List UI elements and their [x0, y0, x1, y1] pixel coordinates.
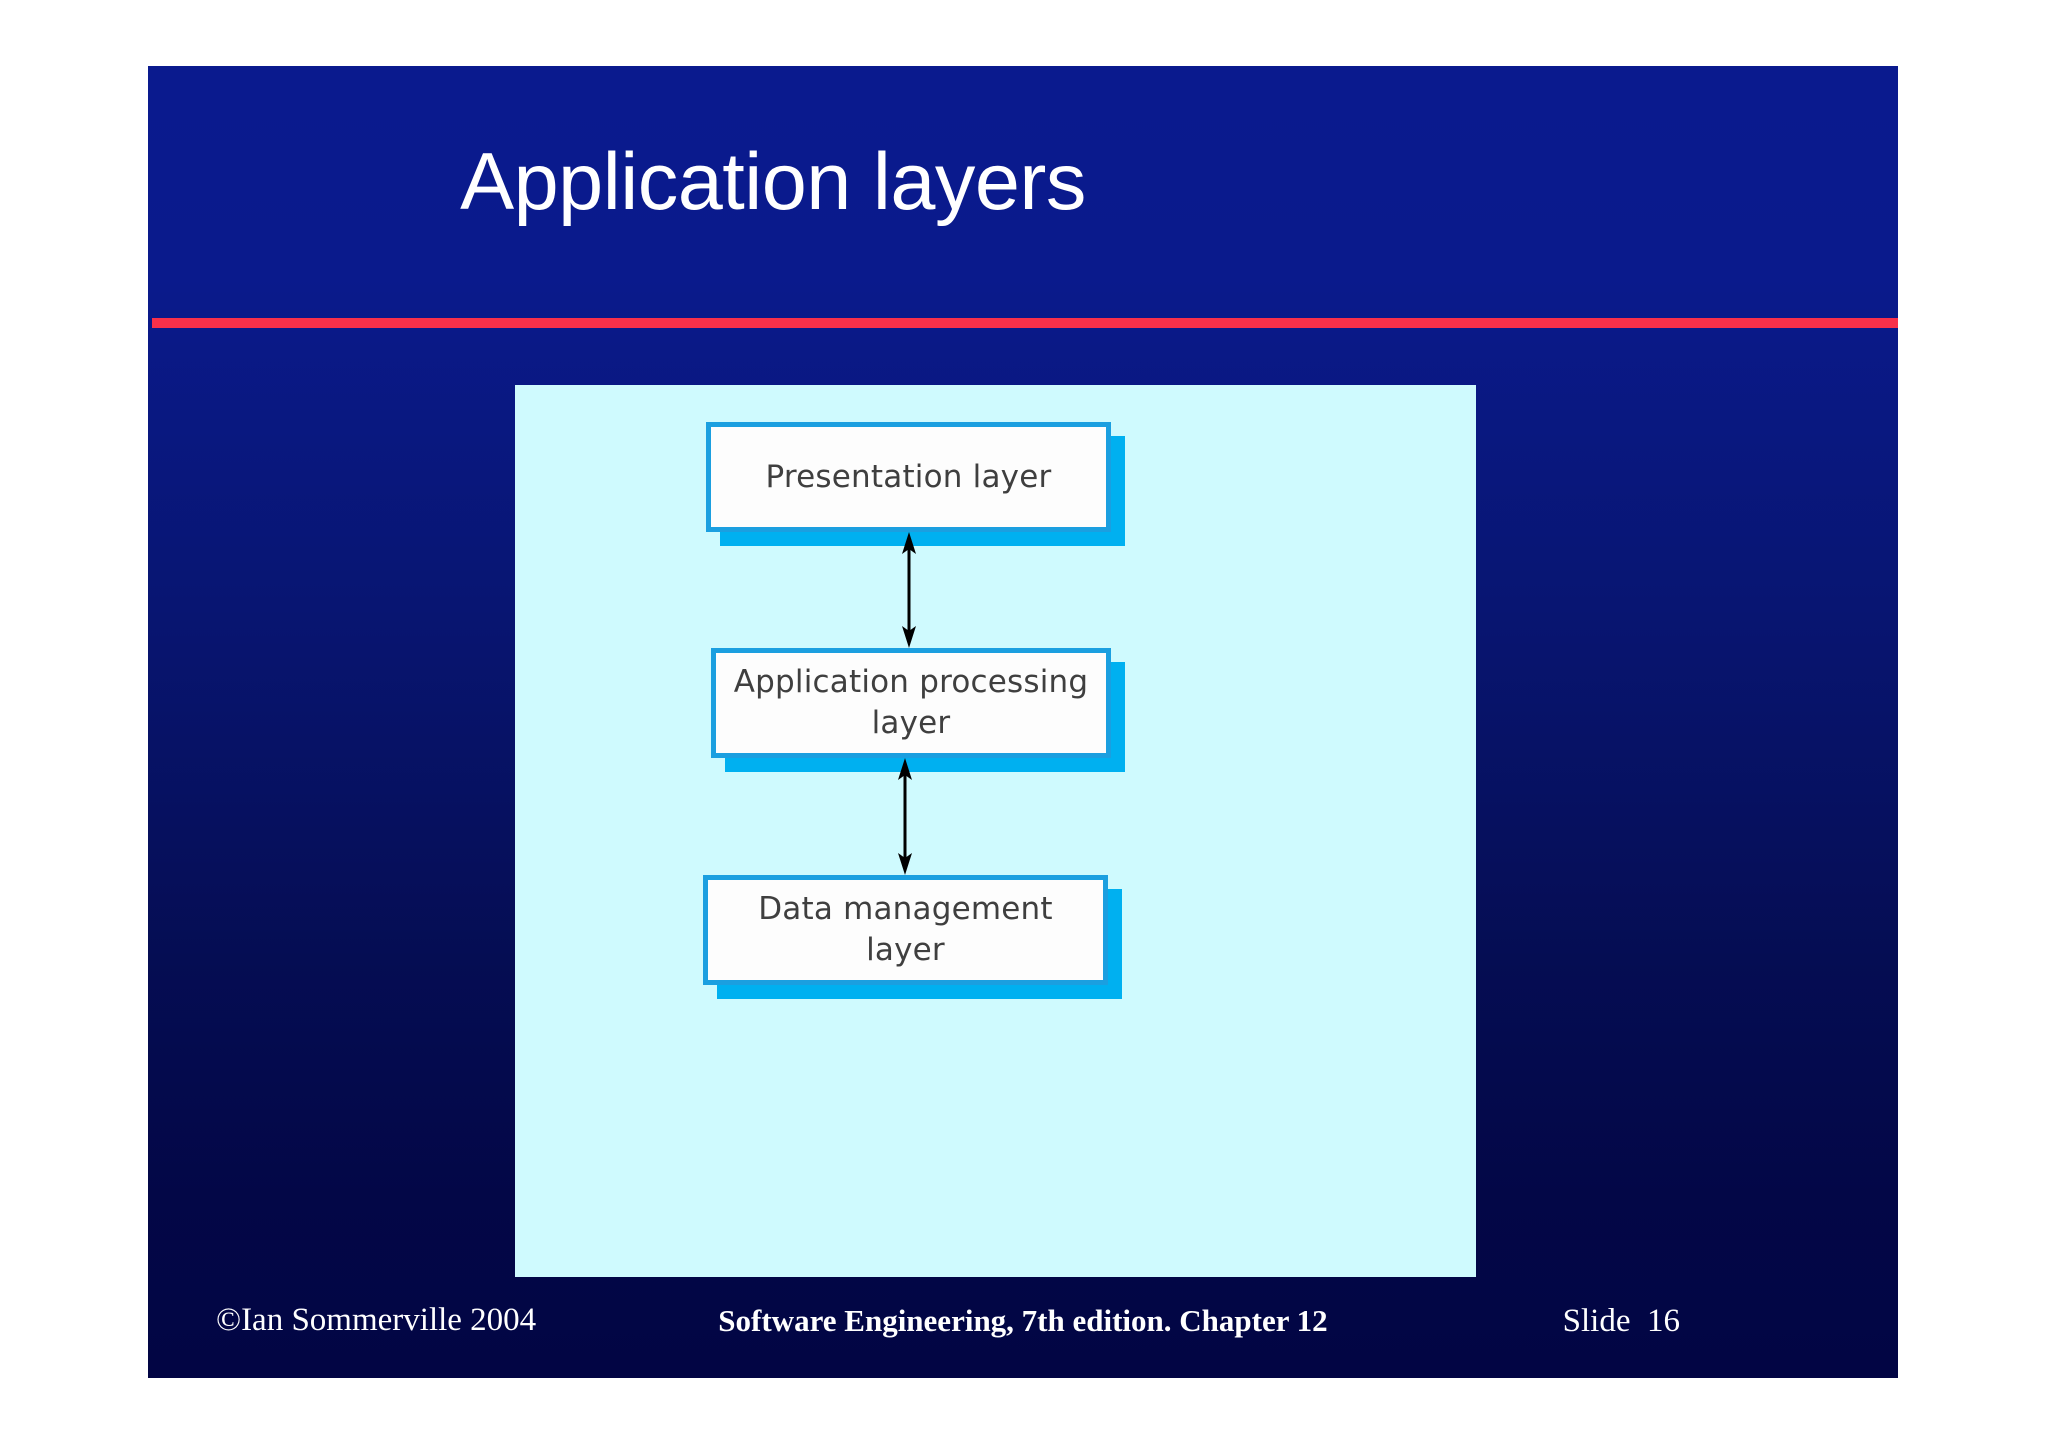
connector-application-data — [898, 758, 912, 875]
layer-box-application-processing[interactable]: Application processing layer — [711, 648, 1125, 772]
title-divider-rule — [152, 318, 1898, 328]
footer-slide-number: Slide 16 — [1562, 1303, 1680, 1339]
layer-box-label: Application processing layer — [733, 664, 1089, 741]
application-layers-diagram: Presentation layer Application processin… — [515, 385, 1476, 1277]
footer-book-reference: Software Engineering, 7th edition. Chapt… — [718, 1303, 1328, 1338]
box-face — [706, 422, 1111, 532]
layer-box-label: Presentation layer — [765, 458, 1052, 495]
arrowhead-up-icon — [898, 758, 912, 780]
box-face — [711, 648, 1111, 758]
arrowhead-up-icon — [902, 532, 916, 554]
page-title: Application layers — [460, 137, 1086, 227]
presentation-slide: Application layers Presentation layer Ap… — [148, 66, 1898, 1378]
layer-box-label: Data management layer — [758, 891, 1053, 968]
arrowhead-down-icon — [902, 626, 916, 648]
layer-box-data-management[interactable]: Data management layer — [703, 875, 1122, 999]
layer-box-presentation[interactable]: Presentation layer — [706, 422, 1125, 546]
footer-copyright: ©Ian Sommerville 2004 — [216, 1302, 537, 1338]
box-face — [703, 875, 1108, 985]
arrowhead-down-icon — [898, 853, 912, 875]
connector-presentation-application — [902, 532, 916, 648]
slide-footer: ©Ian Sommerville 2004 Software Engineeri… — [148, 1282, 1898, 1378]
slide-title-zone: Application layers — [148, 66, 1898, 256]
